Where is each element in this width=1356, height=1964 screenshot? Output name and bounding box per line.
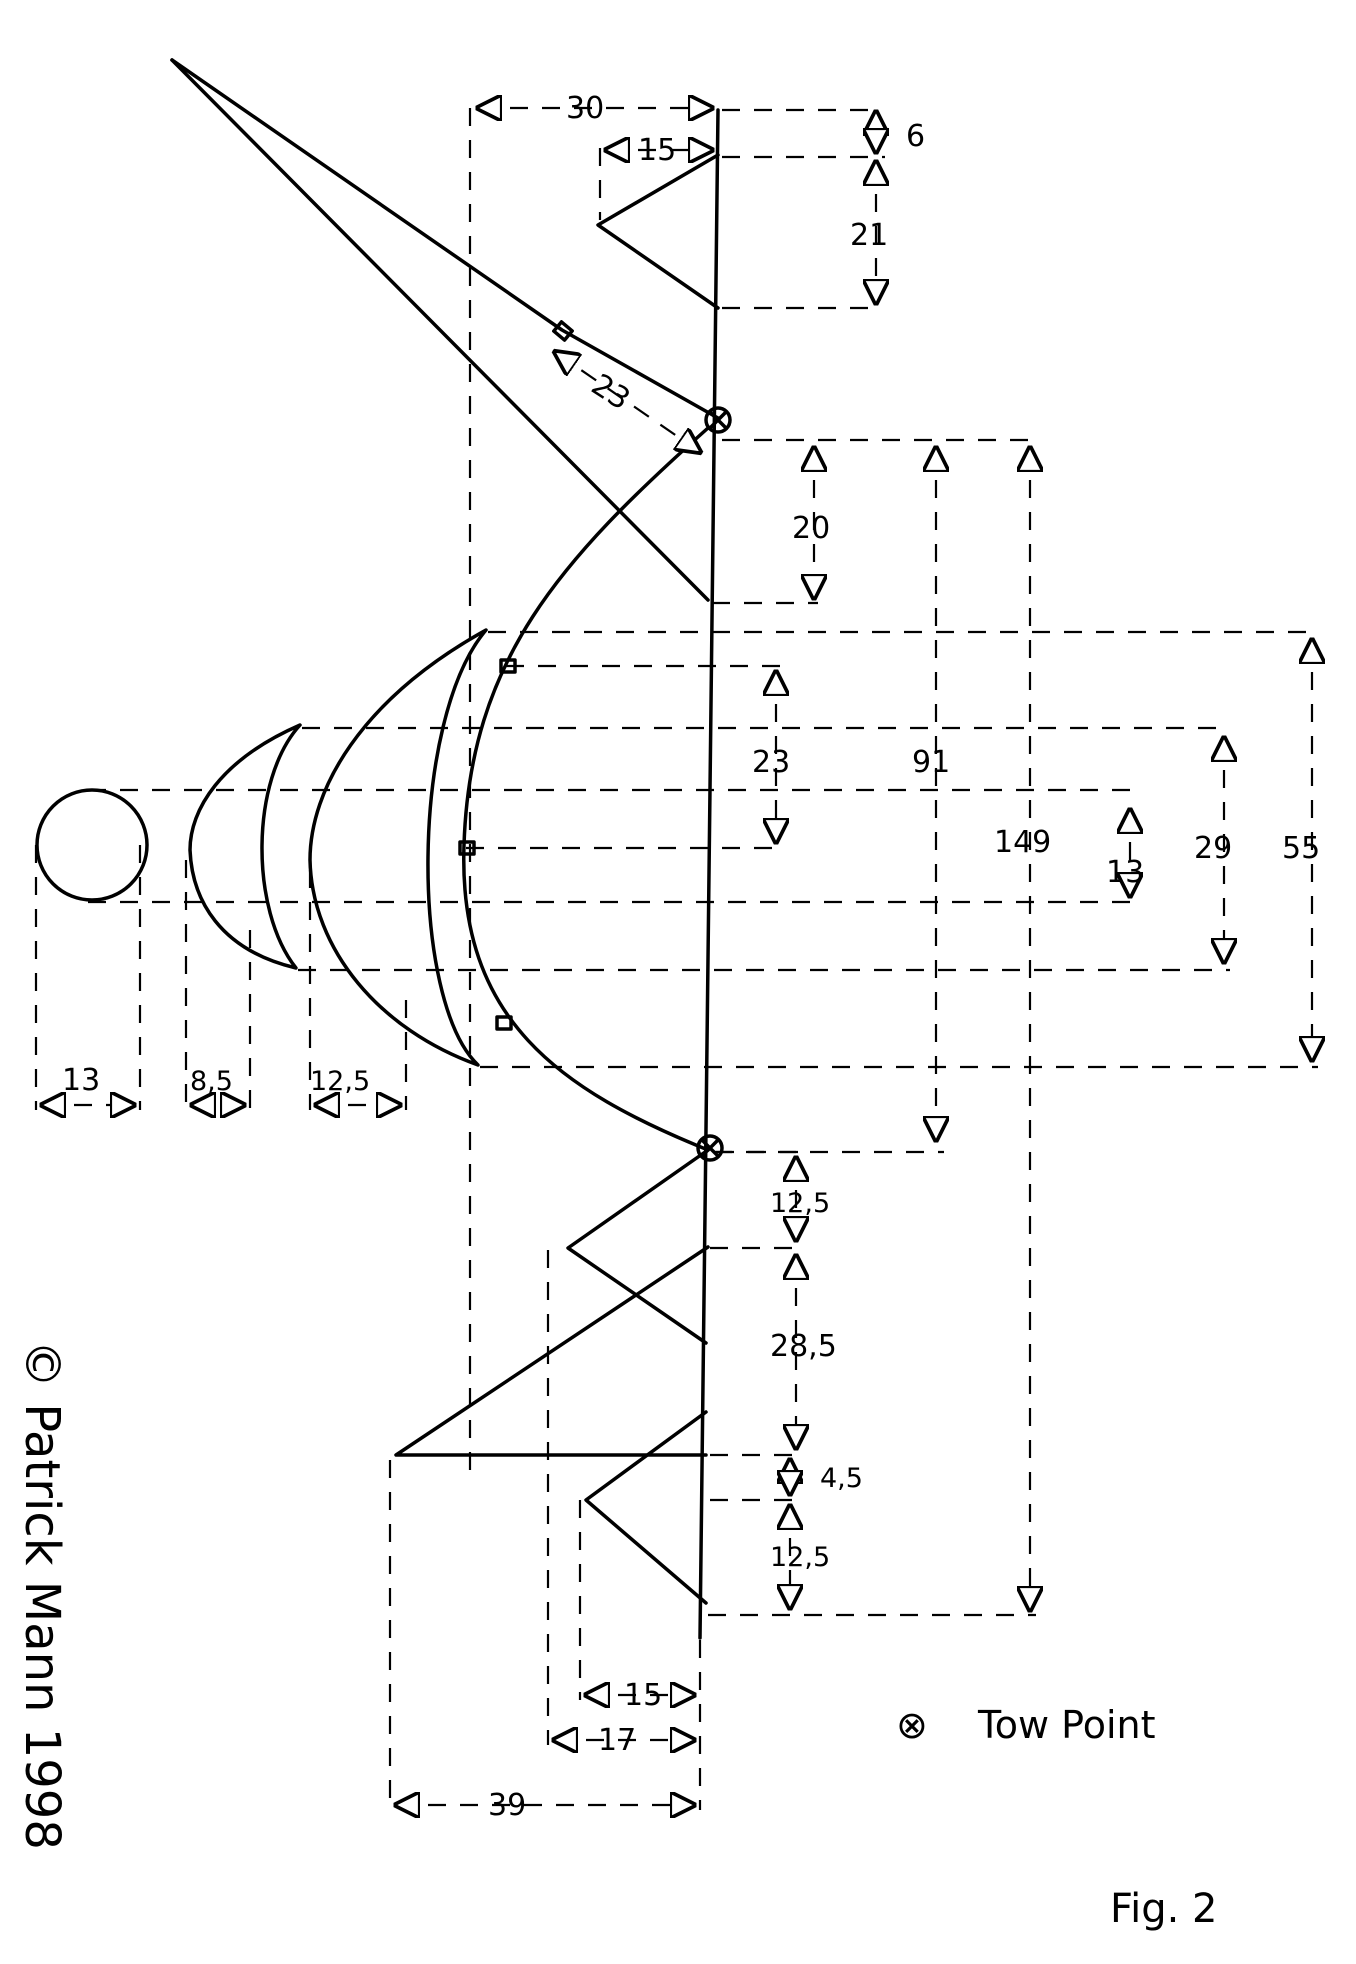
- circle-element: [35, 788, 149, 902]
- dim-arc-55: 55: [1282, 831, 1320, 866]
- lower-wing-3: [584, 1410, 708, 1605]
- dim-arc-29: 29: [1194, 831, 1232, 866]
- dim-spine-91: 91: [912, 745, 950, 780]
- spine: [698, 108, 720, 1640]
- bridle-marker: [495, 1015, 513, 1031]
- upper-left-spar-return: [170, 58, 710, 602]
- dim-top-wing-width: 15: [638, 133, 676, 168]
- bridle-marker: [552, 320, 574, 342]
- dim-below-tow: 20: [792, 511, 830, 546]
- dim-bottom-15: 15: [624, 1678, 662, 1713]
- copyright-notice: © Patrick Mann 1998: [8, 1340, 98, 1960]
- small-crescent: [188, 723, 302, 970]
- dim-small-crescent-width: 8,5: [190, 1066, 233, 1097]
- dim-top-gap: 6: [906, 119, 925, 154]
- legend: ⊗ Tow Point: [896, 1703, 1156, 1747]
- figure-label: Fig. 2: [1110, 1886, 1217, 1932]
- lower-wing-1: [566, 1148, 710, 1345]
- dim-spine-149: 149: [994, 825, 1051, 860]
- large-crescent: [308, 628, 488, 1067]
- dim-top-overall-width: 30: [566, 91, 604, 126]
- dim-arc-13: 13: [1106, 855, 1144, 890]
- dim-circle-width: 13: [62, 1063, 100, 1098]
- dim-lower-12-5-b: 12,5: [770, 1542, 830, 1573]
- tow-point-symbol: ⊗: [896, 1703, 928, 1747]
- lower-wing-2: [394, 1245, 710, 1457]
- dim-lower-4-5: 4,5: [820, 1463, 863, 1494]
- tow-point-lower: [696, 1134, 724, 1162]
- top-wing: [596, 153, 720, 310]
- copyright-text: © Patrick Mann 1998: [14, 1340, 70, 1850]
- dim-bottom-39: 39: [488, 1788, 526, 1823]
- dim-lower-28-5: 28,5: [770, 1329, 837, 1364]
- tow-point-upper: [704, 406, 732, 434]
- tow-point-legend-label: Tow Point: [977, 1703, 1156, 1747]
- dim-lower-12-5-a: 12,5: [770, 1188, 830, 1219]
- upper-left-spar: [170, 58, 720, 420]
- dim-top-wing-height: 21: [850, 218, 888, 253]
- main-arc: [462, 426, 710, 1152]
- dim-large-crescent-width: 12,5: [310, 1066, 370, 1097]
- dim-diagonal: 23: [585, 367, 636, 417]
- dim-arc-23: 23: [752, 745, 790, 780]
- dim-bottom-17: 17: [598, 1723, 636, 1758]
